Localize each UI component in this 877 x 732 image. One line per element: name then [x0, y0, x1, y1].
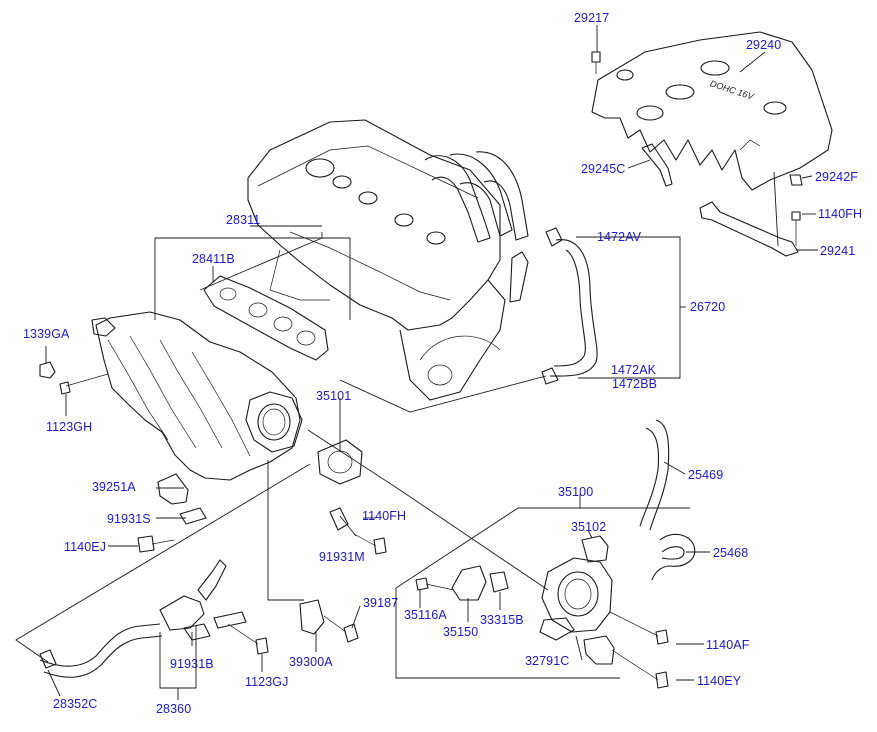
left-small-parts-drawing — [39, 361, 387, 643]
label-91931s: 91931S — [107, 512, 151, 526]
leader-lines — [15, 25, 818, 700]
label-39251a: 39251A — [92, 480, 136, 494]
throttle-body-drawing — [415, 535, 669, 689]
label-1140fh-top: 1140FH — [818, 207, 863, 221]
label-1472bb: 1472BB — [612, 377, 658, 391]
gasket-drawing — [203, 275, 329, 361]
label-29242f: 29242F — [815, 170, 858, 184]
label-33315b: 33315B — [480, 613, 524, 627]
label-32791c: 32791C — [525, 654, 570, 668]
label-91931m: 91931M — [319, 550, 365, 564]
label-29217: 29217 — [574, 11, 610, 25]
label-35101: 35101 — [316, 389, 352, 403]
label-29245c: 29245C — [581, 162, 626, 176]
label-1140ej: 1140EJ — [64, 540, 107, 554]
label-1339ga: 1339GA — [23, 327, 70, 341]
label-35100: 35100 — [558, 485, 594, 499]
label-35116a: 35116A — [404, 608, 447, 622]
label-25469: 25469 — [688, 468, 724, 482]
cover-logo-text: DOHC 16V — [709, 78, 756, 102]
label-35102: 35102 — [571, 520, 607, 534]
label-39187: 39187 — [363, 596, 399, 610]
label-28360: 28360 — [156, 702, 192, 716]
intake-manifold-drawing — [91, 311, 303, 481]
lower-left-parts-drawing — [39, 559, 269, 678]
label-1123gj: 1123GJ — [245, 675, 289, 689]
label-1140fh-mid: 1140FH — [362, 509, 407, 523]
label-1472av: 1472AV — [597, 230, 642, 244]
label-26720: 26720 — [690, 300, 726, 314]
engine-block-drawing — [247, 119, 529, 401]
label-29241: 29241 — [820, 244, 856, 258]
label-28311: 28311 — [226, 213, 261, 227]
label-39300a: 39300A — [289, 655, 333, 669]
pcv-hose-drawing — [541, 227, 598, 385]
label-28411b: 28411B — [192, 252, 235, 266]
label-29240: 29240 — [746, 38, 782, 52]
hoses-drawing — [639, 419, 696, 581]
label-1123gh: 1123GH — [46, 420, 93, 434]
label-35150: 35150 — [443, 625, 479, 639]
label-25468: 25468 — [713, 546, 749, 560]
label-1140af: 1140AF — [706, 638, 750, 652]
label-28352c: 28352C — [53, 697, 98, 711]
engine-cover-drawing: DOHC 16V — [591, 31, 833, 257]
label-1140ey: 1140EY — [697, 674, 742, 688]
label-1472ak: 1472AK — [611, 363, 657, 377]
label-91931b: 91931B — [170, 657, 214, 671]
